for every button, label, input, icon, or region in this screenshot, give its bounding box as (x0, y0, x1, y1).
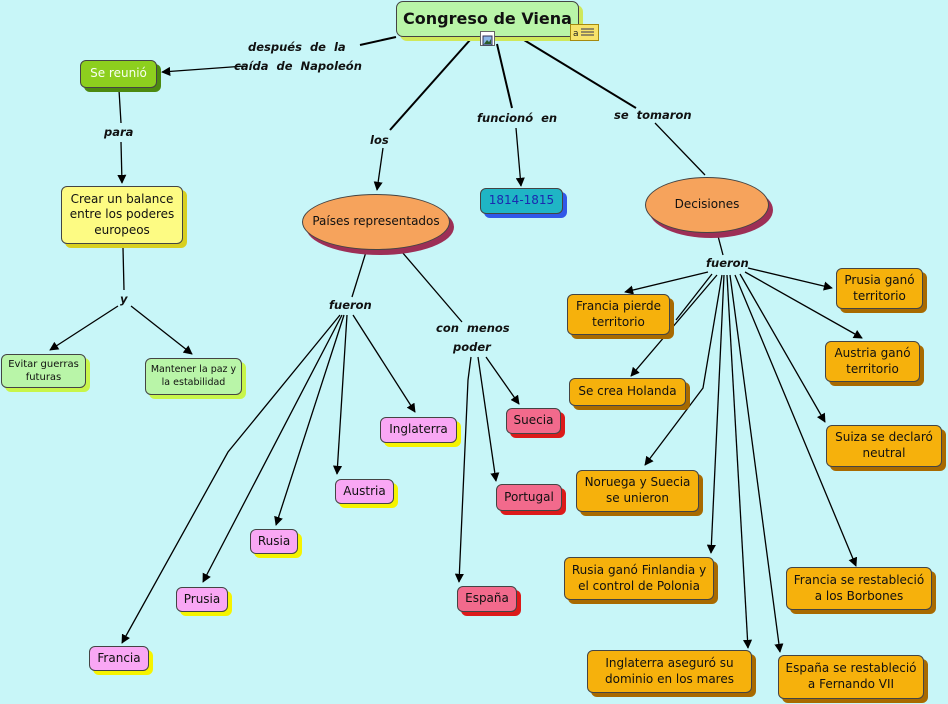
concept-decisiones[interactable]: Decisiones (645, 177, 769, 233)
concept-paises[interactable]: Países representados (302, 194, 450, 250)
concept-evitar[interactable]: Evitar guerras futuras (1, 354, 86, 388)
concept-francia-borbones[interactable]: Francia se restableció a los Borbones (786, 567, 932, 610)
concept-prusia-gano[interactable]: Prusia ganó territorio (836, 268, 923, 309)
link-los: los (370, 133, 389, 147)
concept-inglaterra[interactable]: Inglaterra (380, 417, 457, 443)
concept-rusia-text: Rusia (257, 533, 291, 548)
link-con-menos-line2: poder (453, 340, 491, 354)
concept-rusia[interactable]: Rusia (250, 529, 298, 554)
link-con-menos-line1: con menos (436, 321, 510, 335)
link-despues-line2: caída de Napoleón (234, 59, 362, 73)
concept-balance[interactable]: Crear un balance entre los poderes europ… (61, 186, 183, 244)
concept-fechas[interactable]: 1814-1815 (480, 188, 563, 214)
concept-francia[interactable]: Francia (89, 646, 149, 671)
concept-espana-fernando[interactable]: España se restableció a Fernando VII (778, 655, 924, 699)
concept-espana[interactable]: España (457, 586, 517, 612)
link-y: y (120, 292, 128, 306)
concept-suiza-text: Suiza se declaró neutral (835, 430, 933, 460)
link-funciono: funcionó en (477, 111, 558, 125)
concept-holanda-text: Se crea Holanda (578, 384, 677, 399)
concept-inglaterra-text: Inglaterra (389, 422, 448, 437)
concept-title-text: Congreso de Viena (403, 8, 572, 28)
concept-se-reunio-text: Se reunió (90, 66, 147, 81)
concept-paises-text: Países representados (312, 214, 440, 229)
concept-espana-text: España (465, 591, 509, 606)
concept-decisiones-text: Decisiones (674, 197, 740, 212)
concept-mantener-text: Mantener la paz y la estabilidad (150, 364, 237, 388)
concept-espana-fernando-text: España se restableció a Fernando VII (785, 661, 917, 691)
concept-prusia-text: Prusia (183, 591, 221, 606)
concept-austria-gano-text: Austria ganó territorio (834, 345, 911, 376)
link-fueron-decisiones: fueron (706, 256, 749, 270)
concept-suecia[interactable]: Suecia (506, 408, 561, 434)
concept-austria-gano[interactable]: Austria ganó territorio (825, 341, 920, 382)
link-se-tomaron: se tomaron (614, 108, 692, 122)
concept-fechas-text: 1814-1815 (488, 193, 555, 208)
note-icon[interactable]: a (570, 24, 599, 41)
svg-text:a: a (573, 29, 579, 39)
concept-balance-text: Crear un balance entre los poderes europ… (69, 191, 175, 237)
concept-noruega[interactable]: Noruega y Suecia se unieron (576, 470, 699, 512)
concept-inglaterra-mares-text: Inglaterra aseguró su dominio en los mar… (605, 655, 734, 686)
concept-portugal[interactable]: Portugal (496, 484, 562, 511)
concept-suiza[interactable]: Suiza se declaró neutral (826, 425, 942, 467)
concept-noruega-text: Noruega y Suecia se unieron (584, 475, 691, 505)
concept-austria-text: Austria (343, 483, 386, 498)
concept-francia-pierde[interactable]: Francia pierde territorio (567, 294, 670, 335)
concept-prusia-gano-text: Prusia ganó territorio (844, 272, 915, 303)
concept-portugal-text: Portugal (504, 489, 554, 504)
link-fueron-paises: fueron (329, 298, 372, 312)
concept-francia-pierde-text: Francia pierde territorio (575, 298, 662, 329)
concept-prusia[interactable]: Prusia (176, 587, 228, 612)
concept-austria[interactable]: Austria (335, 479, 394, 504)
concept-suecia-text: Suecia (513, 413, 554, 428)
concept-se-reunio[interactable]: Se reunió (80, 60, 157, 88)
concept-evitar-text: Evitar guerras futuras (8, 359, 79, 383)
concept-francia-borbones-text: Francia se restableció a los Borbones (793, 572, 925, 603)
link-despues-line1: después de la (248, 40, 346, 54)
link-para: para (104, 125, 134, 139)
concept-francia-text: Francia (97, 650, 141, 665)
concept-rusia-finlandia[interactable]: Rusia ganó Finlandia y el control de Pol… (564, 557, 714, 600)
concept-mantener[interactable]: Mantener la paz y la estabilidad (145, 358, 242, 395)
concept-holanda[interactable]: Se crea Holanda (569, 378, 686, 406)
concept-inglaterra-mares[interactable]: Inglaterra aseguró su dominio en los mar… (587, 650, 752, 693)
concept-rusia-finlandia-text: Rusia ganó Finlandia y el control de Pol… (571, 562, 707, 593)
image-icon[interactable] (480, 31, 495, 46)
